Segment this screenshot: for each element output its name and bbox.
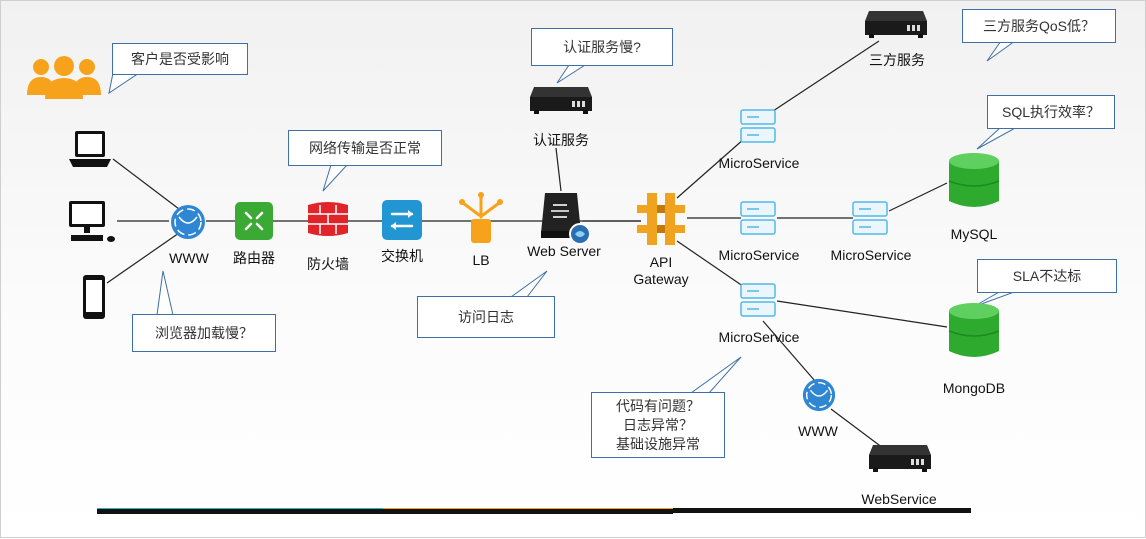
router-label: 路由器 [233,250,275,266]
microservice-icon [739,199,777,237]
third-party-label: 三方服务 [869,52,925,68]
switch-icon [381,199,423,241]
auth-service-icon [528,85,594,115]
server-icon [539,191,583,241]
mongodb-label: MongoDB [942,380,1006,396]
callout-network: 网络传输是否正常 [288,130,442,166]
callout-sql-eff: SQL执行效率？ [987,95,1115,129]
micro-mid-right-label: MicroService [830,247,912,263]
api-gateway-label-line1: API [649,254,673,270]
tail-auth [556,64,587,84]
line-micro-third [772,40,880,112]
micro-mid-label: MicroService [718,247,800,263]
phone-icon [81,273,107,321]
firewall-label: 防火墙 [307,256,349,272]
tail-network [322,164,349,192]
desktop-icon [67,199,117,245]
www-bottom-label: WWW [798,423,838,439]
tail-code [689,356,742,394]
load-balancer-icon [458,191,504,245]
line-micro-www [762,320,816,382]
www-left-label: WWW [169,250,209,266]
web-service-icon [867,443,933,473]
web-service-label: WebService [861,491,937,507]
line-gateway-micro-top [676,130,754,199]
callout-customer: 客户是否受影响 [112,43,248,75]
line-laptop-www [112,158,180,210]
micro-top-label: MicroService [718,155,800,171]
laptop-icon [67,129,113,171]
callout-third-qos: 三方服务QoS低？ [962,9,1116,43]
callout-code-line3: 基础设施异常 [616,436,700,452]
globe-icon [169,203,207,241]
tail-browser [156,270,174,316]
callout-sla: SLA不达标 [977,259,1117,293]
micro-bottom-label: MicroService [718,329,800,345]
bottom-bar-segment-teal [97,508,383,514]
callout-code-line1: 代码有问题？ [616,398,700,414]
line-www-webservice [830,408,888,452]
line-web-auth [555,147,562,192]
users-icon [25,55,103,101]
gateway-icon [635,191,687,247]
firewall-icon [305,201,351,237]
line-micro-mongodb [776,300,948,328]
callout-code-line2: 日志异常？ [623,417,693,433]
web-server-badge-icon [569,223,591,245]
microservice-icon [739,107,777,145]
auth-service-label: 认证服务 [533,132,589,148]
third-party-icon [863,9,929,39]
tail-access [509,270,548,298]
tail-third [986,40,1017,62]
router-icon [234,201,274,241]
callout-auth-slow: 认证服务慢? [531,28,673,66]
microservice-icon [739,281,777,319]
callout-access-log: 访问日志 [417,296,555,338]
tail-customer [108,72,141,95]
database-icon [947,301,1001,361]
switch-label: 交换机 [381,248,423,264]
line-micro-mysql [888,182,948,212]
microservice-icon [851,199,889,237]
mysql-label: MySQL [950,226,998,242]
callout-code: 代码有问题？ 日志异常？ 基础设施异常 [591,392,725,458]
callout-browser: 浏览器加载慢？ [132,314,276,352]
bottom-bar-segment-orange [383,508,673,514]
web-server-label: Web Server [527,243,601,259]
line-gateway-micro-bottom [676,240,754,294]
api-gateway-label-line2: Gateway [633,271,689,287]
line-phone-www [106,232,180,284]
tail-sql [976,126,1018,150]
bottom-bar-segment-dark [673,508,971,513]
globe-icon [801,377,837,413]
database-icon [947,151,1001,211]
lb-label: LB [472,252,490,268]
